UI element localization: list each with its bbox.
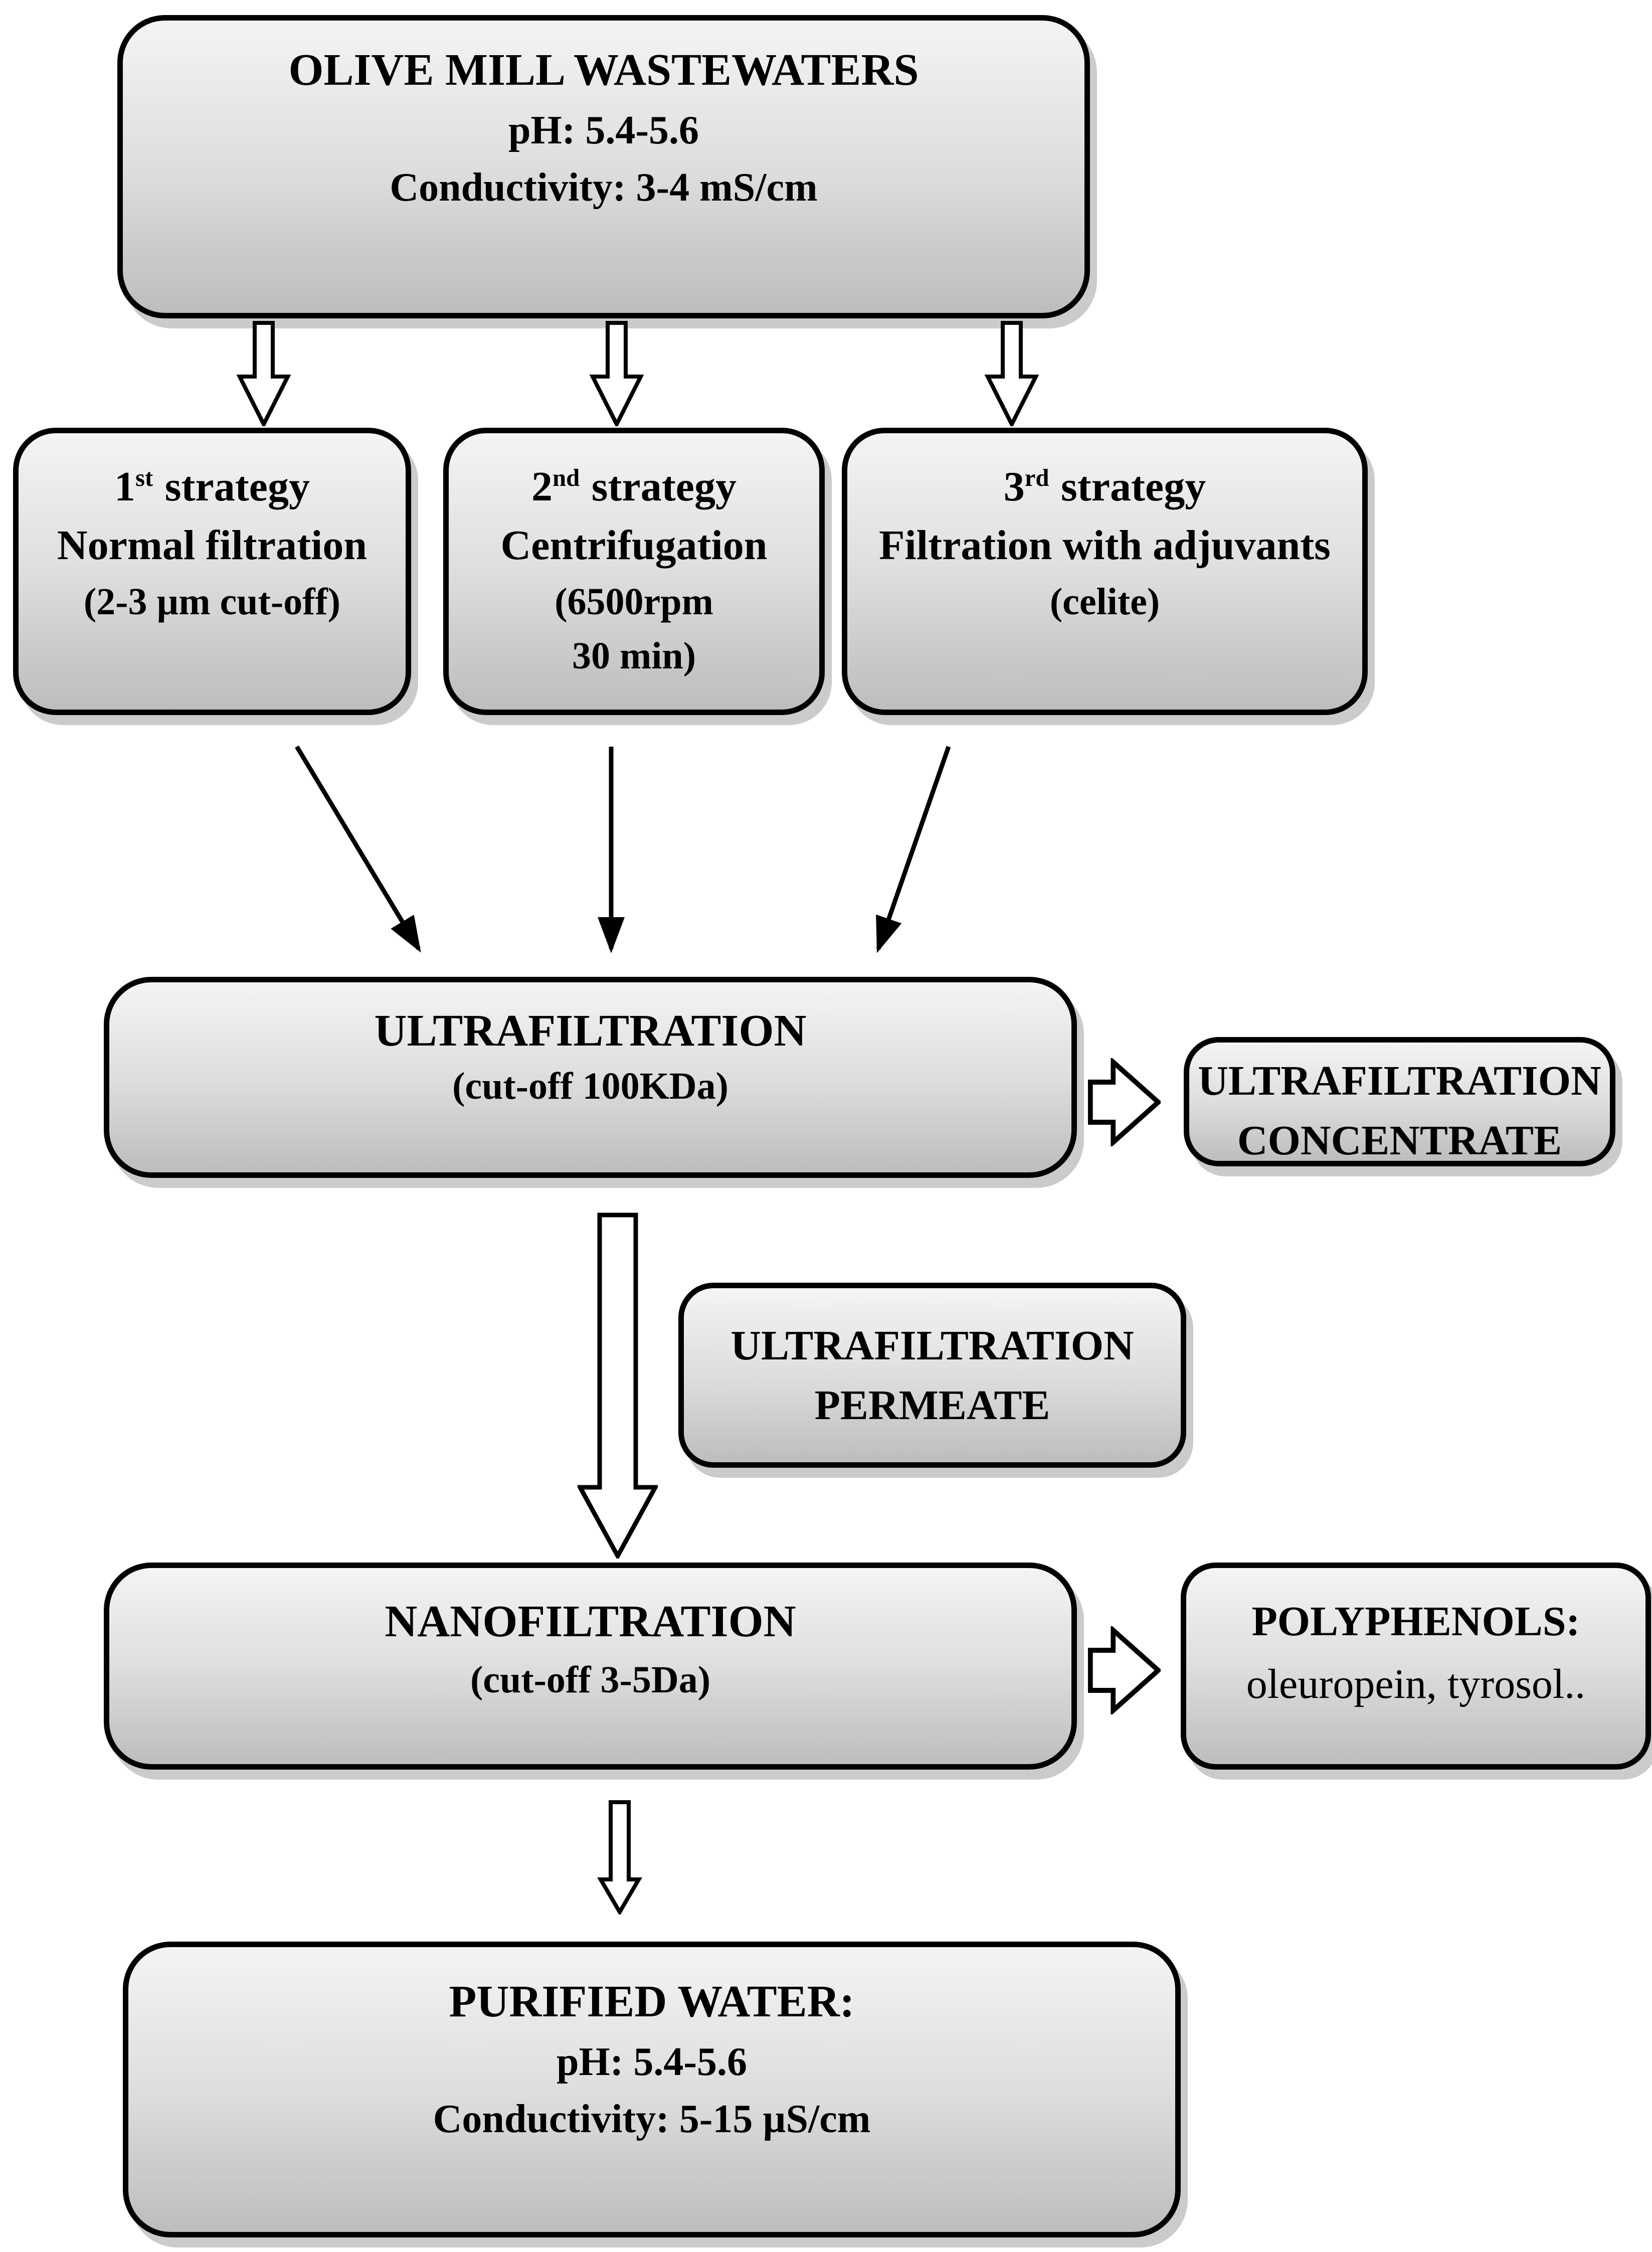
arrow-uf-to-concentrate [1088, 1058, 1161, 1146]
strategy-2-method: Centrifugation [500, 522, 768, 569]
purified-water-ph: pH: 5.4-5.6 [557, 2040, 747, 2084]
purified-water-conductivity: Conductivity: 5-15 µS/cm [433, 2097, 871, 2141]
arrow-nf-to-purified-water [597, 1800, 642, 1915]
strategy-2-detail-2: 30 min) [572, 635, 696, 677]
strategy-2-word: strategy [591, 463, 737, 510]
uf-concentrate-line1: ULTRAFILTRATION [1198, 1058, 1601, 1104]
uf-permeate-line1: ULTRAFILTRATION [730, 1322, 1134, 1369]
strategy-2-ordinal: 2nd strategy [531, 462, 737, 511]
ultrafiltration-title: ULTRAFILTRATION [374, 1006, 807, 1056]
strategy-2-box: 2nd strategy Centrifugation (6500rpm 30 m… [443, 428, 825, 715]
uf-concentrate-box: ULTRAFILTRATION CONCENTRATE [1184, 1037, 1615, 1166]
arrow-strategy-1-to-uf [295, 745, 421, 953]
purified-water-box: PURIFIED WATER: pH: 5.4-5.6 Conductivity… [123, 1942, 1181, 2237]
source-box: OLIVE MILL WASTEWATERS pH: 5.4-5.6 Condu… [117, 15, 1090, 318]
strategy-1-word: strategy [164, 463, 310, 510]
uf-permeate-box: ULTRAFILTRATION PERMEATE [678, 1283, 1186, 1468]
converging-arrows-icon [295, 745, 951, 953]
strategy-2-detail: (6500rpm [555, 581, 713, 623]
strategy-1-ordinal: 1st strategy [114, 462, 310, 511]
arrow-source-to-strategy-1 [236, 321, 291, 426]
arrow-strategy-3-to-uf [876, 746, 951, 953]
strategy-3-detail: (celite) [1049, 581, 1160, 623]
polyphenols-examples: oleuropein, tyrosol.. [1246, 1661, 1586, 1707]
strategy-1-method: Normal filtration [57, 522, 368, 569]
purified-water-title: PURIFIED WATER: [449, 1977, 855, 2026]
hollow-down-arrow-icon [597, 1800, 642, 1915]
strategy-2-ordinal-suffix: nd [553, 464, 580, 491]
strategy-2-number: 2 [531, 463, 553, 510]
polyphenols-box: POLYPHENOLS: oleuropein, tyrosol.. [1181, 1563, 1651, 1770]
converging-arrows [251, 732, 1003, 968]
uf-concentrate-line2: CONCENTRATE [1237, 1117, 1562, 1164]
strategy-1-ordinal-suffix: st [135, 464, 153, 491]
nanofiltration-title: NANOFILTRATION [385, 1597, 796, 1646]
uf-permeate-line2: PERMEATE [814, 1382, 1050, 1429]
hollow-down-arrow-icon [589, 321, 644, 426]
strategy-3-ordinal-suffix: rd [1024, 464, 1049, 491]
ultrafiltration-box: ULTRAFILTRATION (cut-off 100KDa) [104, 977, 1077, 1178]
hollow-down-arrow-icon [236, 321, 291, 426]
arrow-source-to-strategy-2 [589, 321, 644, 426]
strategy-1-box: 1st strategy Normal filtration (2-3 µm cu… [13, 428, 411, 715]
arrow-uf-to-nf [578, 1212, 658, 1558]
hollow-down-arrow-icon [578, 1212, 658, 1558]
ultrafiltration-cutoff: (cut-off 100KDa) [452, 1065, 728, 1107]
strategy-3-number: 3 [1003, 463, 1025, 510]
source-conductivity: Conductivity: 3-4 mS/cm [390, 165, 818, 210]
source-ph: pH: 5.4-5.6 [508, 108, 699, 152]
polyphenols-title: POLYPHENOLS: [1251, 1598, 1580, 1645]
strategy-3-word: strategy [1061, 463, 1206, 510]
arrow-nf-to-polyphenols [1088, 1626, 1161, 1714]
strategy-1-detail: (2-3 µm cut-off) [83, 581, 341, 623]
source-title: OLIVE MILL WASTEWATERS [288, 45, 919, 95]
hollow-down-arrow-icon [984, 321, 1039, 426]
strategy-3-box: 3rd strategy Filtration with adjuvants (c… [842, 428, 1368, 715]
strategy-3-method: Filtration with adjuvants [879, 522, 1331, 569]
nanofiltration-box: NANOFILTRATION (cut-off 3-5Da) [104, 1563, 1077, 1770]
strategy-3-ordinal: 3rd strategy [1004, 462, 1206, 511]
block-right-arrow-icon [1088, 1058, 1161, 1146]
nanofiltration-cutoff: (cut-off 3-5Da) [470, 1659, 711, 1701]
strategy-1-number: 1 [114, 463, 136, 510]
arrow-source-to-strategy-3 [984, 321, 1039, 426]
block-right-arrow-icon [1088, 1626, 1161, 1714]
